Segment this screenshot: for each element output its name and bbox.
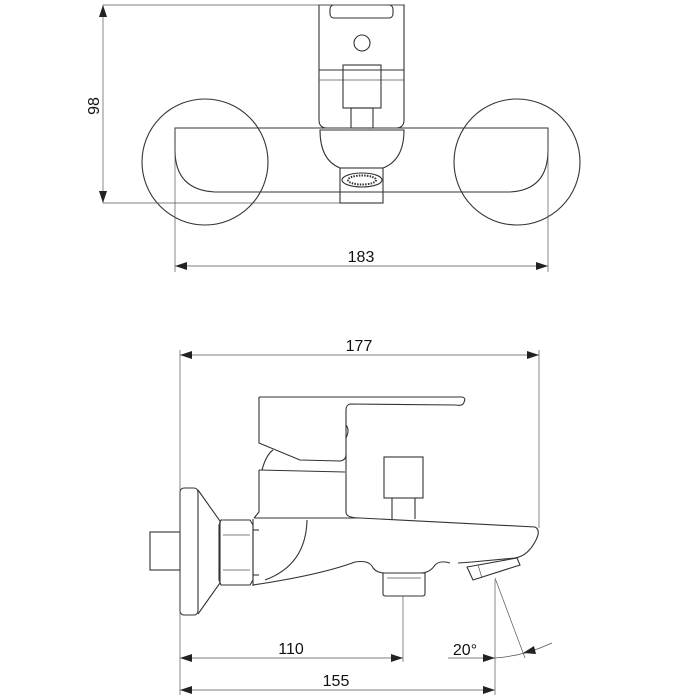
hex-nut [218,519,254,586]
right-wall-flange [453,98,581,226]
diverter-knob-top [342,64,382,109]
bath-outlet [382,572,426,597]
diverter-stem [391,498,416,519]
mixer-body-top [174,127,549,193]
angle-arc [494,642,553,659]
shower-outlet [466,557,521,581]
top-view: 98 183 [86,4,581,272]
lever-grip [329,4,394,19]
spout-bulb [319,129,405,169]
spout-dimension-label: 155 [323,673,350,690]
lever-handle [259,396,466,519]
left-wall-flange [141,98,269,226]
diverter-stem-top [350,107,374,129]
aerator-housing [339,167,384,204]
side-view: 177 110 155 20° [149,338,553,695]
angle-dimension-label: 20° [453,642,477,659]
lever-screw-cap [353,34,371,52]
aerator-mesh [341,172,383,188]
width-dimension-label: 183 [348,249,375,266]
diverter-knob [383,456,424,499]
spout [254,517,539,564]
cartridge-dome [261,449,274,471]
height-dimension-label: 98 [86,97,103,115]
wall-connector-pipe [149,531,181,571]
outlet-dimension-label: 110 [278,641,304,658]
wall-escutcheon [179,487,199,616]
lever-handle-top [318,4,405,71]
length-dimension-label: 177 [346,338,373,355]
cartridge-collar [318,69,405,129]
